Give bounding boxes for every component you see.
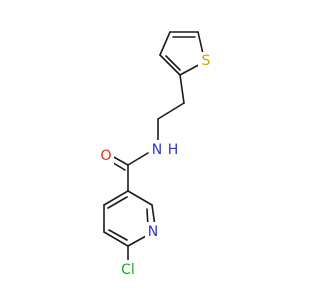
- bond-pyr-c3-c4: [103, 190, 129, 206]
- bond-n-carbonyl: [127, 152, 149, 166]
- atom-pyridine-nitrogen: N: [145, 222, 161, 240]
- bond-thio-c4-c3: [159, 31, 171, 56]
- bond-pyr-c3-c4-double: [107, 196, 128, 209]
- atom-chlorine: Cl: [116, 260, 140, 278]
- atom-amide-nitrogen: N H: [150, 140, 182, 158]
- oxygen-label: O: [100, 148, 111, 164]
- bond-c2-ch2a: [179, 74, 185, 104]
- amide-nitrogen-label: N: [152, 142, 162, 158]
- bond-thio-c3-c2: [159, 54, 181, 76]
- bond-pyr-c5-c6-double: [108, 229, 128, 241]
- molecule-structure-diagram: O N H S N Cl: [98, 31, 214, 278]
- chlorine-label: Cl: [121, 262, 135, 278]
- bond-pyr-c2-c3: [127, 190, 153, 206]
- bonds: [103, 31, 205, 263]
- amide-hydrogen-label: H: [168, 142, 179, 158]
- bond-pyr-c5-c6: [103, 231, 129, 247]
- atom-oxygen: O: [98, 146, 114, 164]
- bond-thio-c3-c2-double: [165, 55, 181, 71]
- sulfur-label: S: [202, 53, 211, 69]
- pyridine-nitrogen-label: N: [148, 224, 158, 240]
- bond-carbonyl-o: [111, 155, 129, 166]
- bond-pyr-c6-n: [127, 235, 147, 247]
- bond-ch2a-ch2b: [157, 102, 185, 120]
- atom-sulfur: S: [198, 52, 214, 70]
- atom-labels: O N H S N Cl: [98, 52, 214, 278]
